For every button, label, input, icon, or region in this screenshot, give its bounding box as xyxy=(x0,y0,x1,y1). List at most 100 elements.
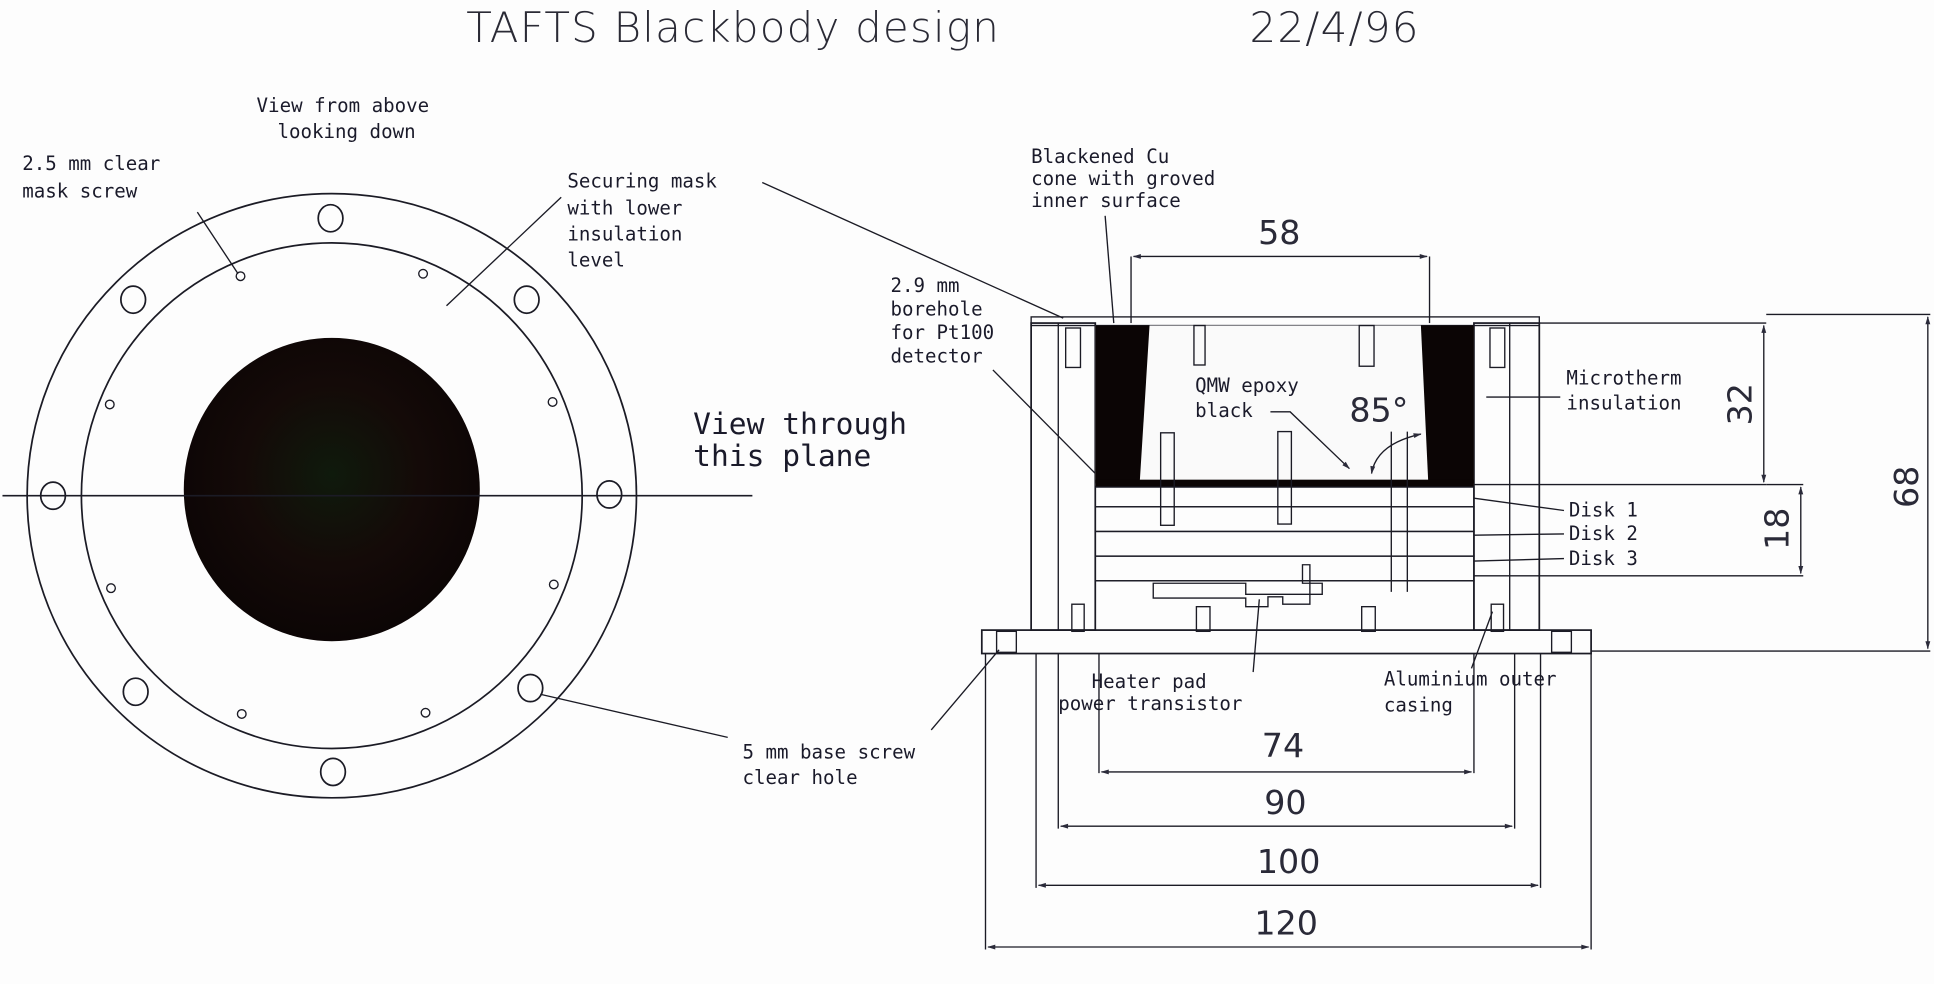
base-screw-leader xyxy=(540,693,728,739)
casing-label-1: Aluminium outer xyxy=(1384,668,1557,691)
plan-view: View from above looking down 2.5 mm clea… xyxy=(2,94,1000,799)
heater-leader xyxy=(1252,599,1260,673)
disk-2-leader xyxy=(1473,533,1564,536)
base-hole xyxy=(120,285,147,315)
dim-32: 32 xyxy=(1720,383,1759,425)
sensor-well xyxy=(1193,324,1206,366)
dimensions: 58 32 18 68 74 90 100 120 xyxy=(984,213,1931,950)
base-plate xyxy=(980,629,1592,655)
mask-hole xyxy=(548,579,559,590)
title-block: TAFTS Blackbody design 22/4/96 xyxy=(466,3,1419,52)
disk-3 xyxy=(1094,555,1475,582)
section-view: Blackened Cu cone with groved inner surf… xyxy=(761,145,1682,716)
base-hole xyxy=(513,285,540,315)
cone-wall-right xyxy=(1420,325,1474,484)
sensor-well xyxy=(1159,432,1175,526)
mask-hole xyxy=(236,708,247,719)
plan-caption-2: looking down xyxy=(278,120,416,143)
cone-label-3: inner surface xyxy=(1031,189,1181,212)
sensor-well xyxy=(1277,430,1293,525)
mask-hole xyxy=(418,268,429,279)
disk-2 xyxy=(1094,530,1475,557)
epoxy-label-1: QMW epoxy xyxy=(1195,374,1299,397)
securing-mask-label-1: Securing mask xyxy=(567,169,717,192)
pin-hole xyxy=(1490,603,1505,633)
disk-3-leader xyxy=(1473,557,1564,562)
epoxy-label-2: black xyxy=(1195,399,1253,422)
dim-58: 58 xyxy=(1258,213,1300,252)
mask-hole xyxy=(420,707,431,718)
cone-leader xyxy=(1104,215,1115,324)
dim-100: 100 xyxy=(1257,842,1321,881)
mask-screw-label-2: mask screw xyxy=(22,179,138,202)
heater-block xyxy=(1094,580,1475,631)
base-hole xyxy=(319,757,347,787)
disk-1-leader xyxy=(1473,497,1565,512)
base-screw-label-1: 5 mm base screw xyxy=(743,740,916,763)
casing-leader xyxy=(1470,611,1494,669)
mask-hole xyxy=(547,396,558,407)
base-hole xyxy=(596,480,623,509)
borehole-label-4: detector xyxy=(891,345,983,368)
base-hole xyxy=(39,481,67,511)
microtherm-label-2: insulation xyxy=(1566,391,1681,414)
plan-caption-1: View from above xyxy=(257,94,430,117)
mask-screw-label-1: 2.5 mm clear xyxy=(22,152,160,175)
pt100-borehole xyxy=(1064,327,1082,369)
angle-arc xyxy=(1370,433,1422,475)
drawing-date: 22/4/96 xyxy=(1249,3,1419,52)
borehole-leader xyxy=(992,369,1101,479)
dim-90: 90 xyxy=(1264,783,1306,822)
securing-mask-label-4: level xyxy=(567,248,625,271)
base-hole-left xyxy=(995,630,1018,653)
dim-68: 68 xyxy=(1887,466,1926,508)
blackbody-aperture xyxy=(183,337,480,642)
drawing-title: TAFTS Blackbody design xyxy=(466,3,1000,52)
base-hole-right xyxy=(1550,630,1573,653)
sensor-well xyxy=(1358,324,1375,367)
pin-hole xyxy=(1361,605,1376,633)
gap-layer xyxy=(1094,486,1475,508)
heater-label-1: Heater pad xyxy=(1092,670,1207,693)
securing-mask-label-3: insulation xyxy=(567,222,682,245)
disk-2-label: Disk 2 xyxy=(1569,522,1638,545)
casing-label-2: casing xyxy=(1384,693,1453,716)
securing-mask-leader xyxy=(446,196,562,307)
cone-label-2: cone with groved xyxy=(1031,167,1215,190)
mask-hole xyxy=(104,399,115,410)
heater-pad-transistor xyxy=(1152,564,1323,608)
pin-hole xyxy=(1071,603,1085,633)
mask-hole xyxy=(106,583,117,594)
securing-mask-strip xyxy=(1030,316,1540,327)
section-plane-label-2: this plane xyxy=(693,439,871,473)
base-screw-holes xyxy=(39,203,623,787)
angle-label: 85° xyxy=(1349,391,1408,430)
disk-1-label: Disk 1 xyxy=(1569,499,1638,522)
disk-1 xyxy=(1094,506,1475,533)
mask-hole xyxy=(235,271,246,282)
casing-wall-right xyxy=(1473,322,1541,631)
pin-hole xyxy=(1195,605,1211,633)
base-hole xyxy=(517,673,544,703)
dim-74: 74 xyxy=(1262,726,1304,765)
securing-mask-leader-2 xyxy=(761,181,1064,319)
cone-label-1: Blackened Cu xyxy=(1031,145,1169,168)
base-screw-leader-2 xyxy=(930,649,1000,731)
heater-label-2: power transistor xyxy=(1058,692,1242,715)
borehole-label-1: 2.9 mm xyxy=(891,274,960,297)
cone-base xyxy=(1095,479,1474,488)
pt100-borehole xyxy=(1489,327,1506,369)
epoxy-leader xyxy=(1270,411,1350,470)
borehole-label-2: borehole xyxy=(891,298,983,321)
disk-3-label: Disk 3 xyxy=(1569,547,1638,570)
dim-120: 120 xyxy=(1254,904,1318,943)
section-plane-label-1: View through xyxy=(693,407,907,441)
base-hole xyxy=(317,203,344,233)
cone-wall-left xyxy=(1095,325,1150,484)
base-hole xyxy=(122,677,149,707)
securing-mask-label-2: with lower xyxy=(567,197,682,220)
borehole-label-3: for Pt100 xyxy=(891,321,995,344)
microtherm-label-1: Microtherm xyxy=(1566,367,1681,390)
base-screw-label-2: clear hole xyxy=(743,766,858,789)
